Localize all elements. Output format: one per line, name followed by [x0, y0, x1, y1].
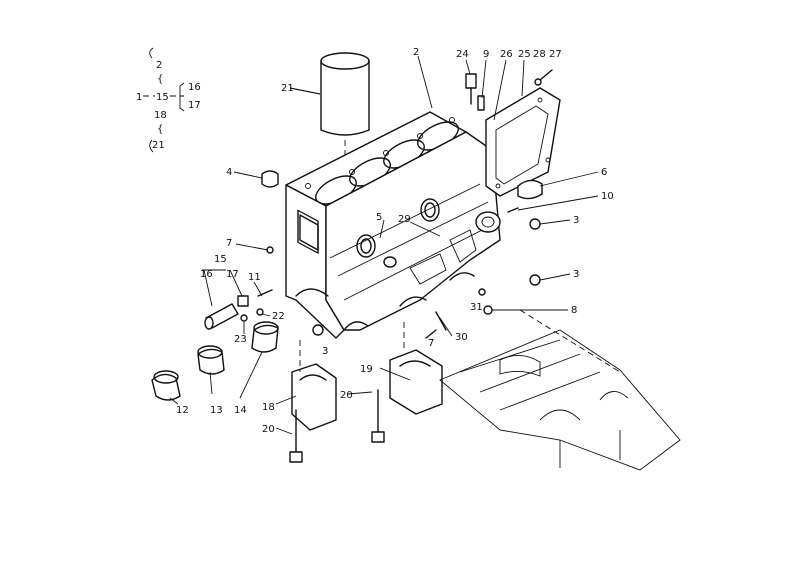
callout-3a: 3 [573, 215, 579, 226]
callout-28: 28 [533, 49, 546, 60]
callout-29: 29 [398, 214, 411, 225]
callout-7a: 7 [226, 238, 232, 249]
legend-tilde: { [157, 74, 163, 85]
callout-26: 26 [500, 49, 513, 60]
callout-25: 25 [518, 49, 531, 60]
rear-plate [485, 87, 561, 197]
bearing-caps [289, 322, 443, 463]
bushings [151, 321, 279, 401]
legend-item-2: 2 [156, 60, 162, 71]
cylinder-liner [320, 52, 370, 172]
legend-sub-17: 17 [188, 100, 201, 111]
legend-sub-brace [179, 82, 185, 112]
callout-6: 6 [601, 167, 607, 178]
callout-16: 16 [200, 269, 213, 280]
legend-root: 1 [136, 92, 142, 103]
callout-22: 22 [272, 311, 285, 322]
legend-item-15: 15 [156, 92, 169, 103]
callout-14: 14 [234, 405, 247, 416]
crankcase-ghost-view [439, 309, 681, 471]
legend-item-18: 18 [154, 110, 167, 121]
callout-12: 12 [176, 405, 189, 416]
callout-24: 24 [456, 49, 469, 60]
callout-9: 9 [483, 49, 489, 60]
callout-17: 17 [226, 269, 239, 280]
callout-5: 5 [376, 212, 382, 223]
callout-7b: 7 [428, 338, 434, 349]
legend-brace [149, 47, 154, 153]
callout-13: 13 [210, 405, 223, 416]
plugs-and-bolts [261, 69, 553, 339]
callout-10: 10 [601, 191, 614, 202]
callout-15: 15 [214, 254, 227, 265]
callout-23: 23 [234, 334, 247, 345]
callout-11: 11 [248, 272, 261, 283]
callout-30: 30 [455, 332, 468, 343]
legend-tilde-2: { [157, 124, 163, 135]
cylinder-block [285, 111, 501, 339]
callout-2: 2 [413, 47, 419, 58]
callout-labels: 21 2 24 9 26 25 28 27 4 6 10 3 5 29 7 3 … [176, 47, 614, 435]
callout-21: 21 [281, 83, 294, 94]
callout-20a: 20 [340, 390, 353, 401]
legend-item-21: 21 [152, 140, 165, 151]
callout-4: 4 [226, 167, 232, 178]
callout-27: 27 [549, 49, 562, 60]
callout-31: 31 [470, 302, 483, 313]
callout-3b: 3 [573, 269, 579, 280]
front-fittings [204, 289, 273, 330]
group-legend: 1 2 { 15 18 { 21 16 17 [136, 47, 201, 153]
legend-sub-16: 16 [188, 82, 201, 93]
callout-8: 8 [571, 305, 577, 316]
leader-lines [169, 55, 599, 435]
callout-19: 19 [360, 364, 373, 375]
callout-18: 18 [262, 402, 275, 413]
callout-3c: 3 [322, 346, 328, 357]
callout-20b: 20 [262, 424, 275, 435]
